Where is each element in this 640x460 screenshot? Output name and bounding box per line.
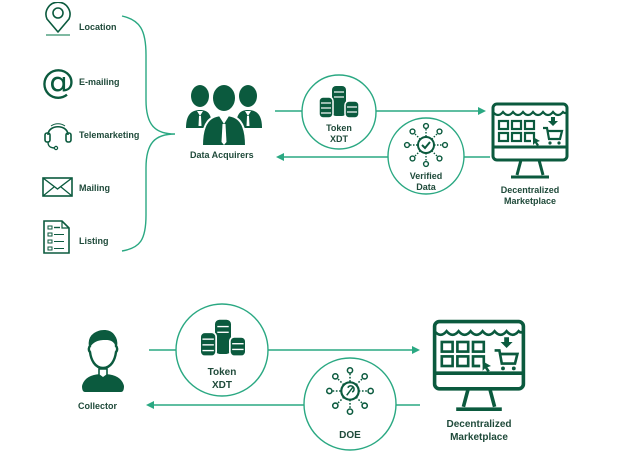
checklist-icon xyxy=(43,220,70,254)
marketplace-label-line2: Marketplace xyxy=(503,196,557,206)
verified-network-icon xyxy=(403,122,449,168)
token-label-line2: XDT xyxy=(212,380,232,391)
location-pin-icon xyxy=(45,2,71,36)
collector-label: Collector xyxy=(78,401,118,411)
marketplace-monitor-icon xyxy=(432,319,526,411)
verified-label-line2: Data xyxy=(416,182,436,192)
source-label-mailing: Mailing xyxy=(79,183,110,193)
grouping-brace xyxy=(121,15,176,252)
token-label-line1: Token xyxy=(326,123,352,133)
person-icon xyxy=(82,330,124,392)
svg-text:@: @ xyxy=(41,64,75,100)
marketplace-label-bottom: Decentralized Marketplace xyxy=(432,418,526,444)
marketplace-label-line1: Decentralized xyxy=(446,419,512,430)
source-label-emailing: E-mailing xyxy=(79,77,120,87)
headset-icon xyxy=(44,123,72,151)
verified-data-label: Verified Data xyxy=(401,171,451,193)
token-label-top: Token XDT xyxy=(319,123,359,145)
doe-label: DOE xyxy=(339,430,361,441)
token-label-line2: XDT xyxy=(330,134,348,144)
data-acquirers-label: Data Acquirers xyxy=(190,150,254,160)
source-label-location: Location xyxy=(79,22,117,32)
marketplace-label-line2: Marketplace xyxy=(450,432,508,443)
at-sign-icon: @ xyxy=(41,64,75,100)
source-label-listing: Listing xyxy=(79,236,109,246)
marketplace-label-line1: Decentralized xyxy=(500,185,560,195)
verified-label-line1: Verified xyxy=(409,171,443,181)
token-label-line1: Token xyxy=(207,367,237,378)
marketplace-monitor-icon xyxy=(491,102,569,179)
token-label-bottom: Token XDT xyxy=(198,366,246,392)
doe-network-icon xyxy=(325,366,375,416)
coin-stacks-icon xyxy=(318,86,360,119)
group-of-people-icon xyxy=(186,83,262,146)
marketplace-label-top: Decentralized Marketplace xyxy=(492,185,568,207)
source-label-telemarketing: Telemarketing xyxy=(79,130,140,140)
coin-stacks-icon xyxy=(199,319,247,358)
envelope-icon xyxy=(42,177,73,197)
